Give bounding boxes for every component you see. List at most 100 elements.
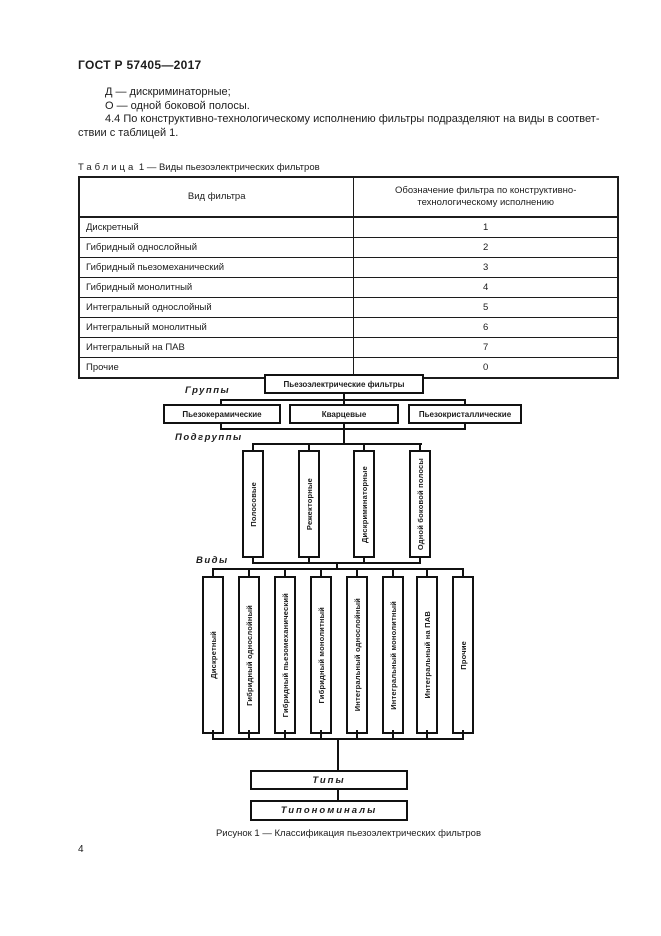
filter-name: Прочие (78, 357, 355, 379)
connector-line (320, 568, 322, 576)
col-header-designation: Обозначение фильтра по конструктивно-тех… (353, 176, 619, 218)
connector-line (426, 568, 428, 576)
connector-line (356, 730, 358, 740)
group-box-piezocrystal: Пьезокристаллические (408, 404, 522, 424)
page-number: 4 (78, 844, 84, 855)
subgroup-label: Дискриминаторные (359, 465, 369, 543)
connector-line (392, 568, 394, 576)
table-header-row: Вид фильтра Обозначение фильтра по конст… (78, 176, 619, 218)
filter-name: Интегральный на ПАВ (78, 337, 355, 358)
kind-label: Гибридный монолитный (316, 606, 326, 704)
connector-line (212, 568, 214, 576)
abbrev-line-d: Д — дискриминаторные; (105, 86, 231, 98)
filter-name: Интегральный однослойный (78, 297, 355, 318)
diagram-root-box: Пьезоэлектрические фильтры (264, 374, 424, 394)
col-header-filter-type: Вид фильтра (78, 176, 355, 218)
connector-line (363, 443, 365, 451)
kind-label: Гибридный пьезомеханический (280, 592, 290, 718)
subgroup-box-bandpass: Полосовые (242, 450, 264, 558)
connector-line (392, 730, 394, 740)
connector-line (308, 443, 310, 451)
typenominals-box: Типономиналы (250, 800, 408, 821)
level-label-groups: Группы (185, 385, 231, 396)
abbrev-line-o: О — одной боковой полосы. (105, 99, 250, 112)
kind-box-hybrid-piezomechanical: Гибридный пьезомеханический (274, 576, 296, 734)
filter-code: 6 (353, 317, 619, 338)
subgroup-box-discriminator: Дискриминаторные (353, 450, 375, 558)
table-caption-word: Таблица (78, 162, 137, 173)
connector-line (337, 738, 339, 770)
clause-4-4-line2: ствии с таблицей 1. (78, 126, 179, 139)
kind-label: Интегральный на ПАВ (422, 611, 432, 699)
connector-line (212, 730, 214, 740)
subgroup-label: Режекторные (304, 477, 314, 531)
connector-line (220, 424, 222, 430)
filter-name: Дискретный (78, 216, 355, 238)
connector-line (419, 443, 421, 451)
filter-code: 1 (353, 216, 619, 238)
connector-line (343, 424, 345, 430)
subgroup-label: Полосовые (248, 481, 258, 527)
filter-name: Интегральный монолитный (78, 317, 355, 338)
kind-box-discrete: Дискретный (202, 576, 224, 734)
filter-types-table: Вид фильтра Обозначение фильтра по конст… (78, 176, 619, 379)
kind-label: Интегральный однослойный (352, 598, 362, 712)
kind-box-other: Прочие (452, 576, 474, 734)
kind-label: Интегральный монолитный (388, 600, 398, 710)
connector-line (363, 558, 365, 564)
filter-code: 5 (353, 297, 619, 318)
types-box: Типы (250, 770, 408, 790)
connector-line (462, 730, 464, 740)
kind-box-integral-monolithic: Интегральный монолитный (382, 576, 404, 734)
subgroup-label: Одной боковой полосы (415, 457, 425, 551)
connector-line (464, 399, 466, 405)
connector-line (252, 443, 254, 451)
kind-label: Дискретный (208, 631, 218, 679)
connector-line (248, 730, 250, 740)
filter-code: 4 (353, 277, 619, 298)
connector-line (248, 568, 250, 576)
clause-4-4-line1: 4.4 По конструктивно-технологическому ис… (105, 113, 600, 125)
filter-code: 2 (353, 237, 619, 258)
doc-title: ГОСТ Р 57405—2017 (78, 58, 202, 72)
connector-line (356, 568, 358, 576)
connector-line (336, 562, 338, 570)
figure-caption: Рисунок 1 — Классификация пьезоэлектриче… (215, 828, 482, 839)
filter-code: 3 (353, 257, 619, 278)
table-caption-rest: 1 — Виды пьезоэлектрических фильтров (138, 162, 320, 173)
connector-line (320, 730, 322, 740)
group-box-piezoceramic: Пьезокерамические (163, 404, 281, 424)
connector-line (252, 558, 254, 564)
kind-label: Прочие (458, 640, 468, 670)
table-caption: Таблица 1 — Виды пьезоэлектрических филь… (78, 162, 320, 173)
level-label-subgroups: Подгруппы (175, 432, 243, 443)
kind-label: Гибридный однослойный (244, 604, 254, 706)
filter-name: Гибридный однослойный (78, 237, 355, 258)
kind-box-hybrid-monolithic: Гибридный монолитный (310, 576, 332, 734)
connector-line (464, 424, 466, 430)
connector-line (462, 568, 464, 576)
connector-line (308, 558, 310, 564)
connector-line (252, 443, 422, 445)
connector-line (212, 568, 464, 570)
connector-line (343, 399, 345, 405)
filter-name: Гибридный пьезомеханический (78, 257, 355, 278)
group-box-quartz: Кварцевые (289, 404, 399, 424)
filter-code: 7 (353, 337, 619, 358)
kind-box-integral-saw: Интегральный на ПАВ (416, 576, 438, 734)
connector-line (284, 568, 286, 576)
kind-box-hybrid-single-layer: Гибридный однослойный (238, 576, 260, 734)
level-label-kinds: Виды (196, 555, 229, 566)
connector-line (419, 558, 421, 564)
subgroup-box-single-sideband: Одной боковой полосы (409, 450, 431, 558)
subgroup-box-notch: Режекторные (298, 450, 320, 558)
filter-name: Гибридный монолитный (78, 277, 355, 298)
